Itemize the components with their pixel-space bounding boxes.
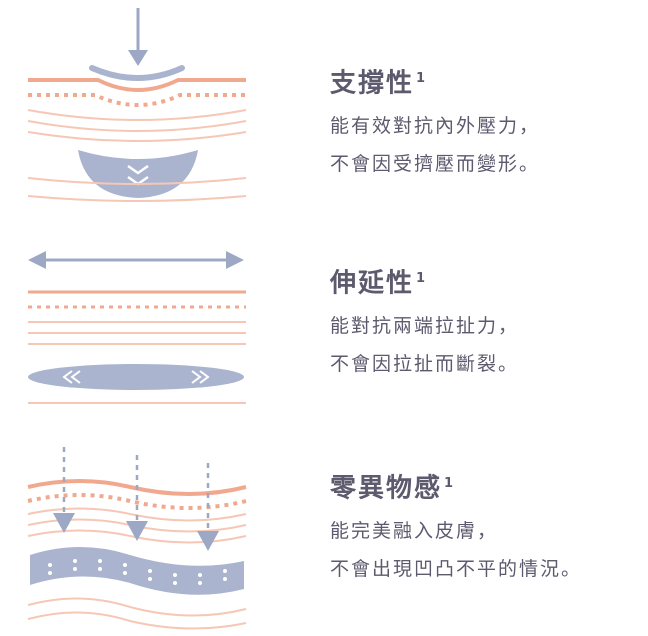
footnote-marker: 1 <box>444 476 454 491</box>
feature-description: 能對抗兩端拉扯力， 不會因拉扯而斷裂。 <box>330 307 519 383</box>
footnote-marker: 1 <box>416 271 426 286</box>
seamless-integration-icon <box>27 447 247 630</box>
stretch-elasticity-icon <box>28 251 246 404</box>
description-line: 不會因拉扯而斷裂。 <box>330 352 520 375</box>
description-line: 能有效對抗內外壓力， <box>330 114 541 137</box>
feature-description: 能完美融入皮膚， 不會出現凹凸不平的情況。 <box>330 512 582 588</box>
feature-description: 能有效對抗內外壓力， 不會因受擠壓而變形。 <box>330 107 540 183</box>
description-line: 能對抗兩端拉扯力， <box>330 314 520 337</box>
footnote-marker: 1 <box>416 71 426 86</box>
description-line: 能完美融入皮膚， <box>330 519 499 542</box>
compression-support-icon <box>27 8 247 202</box>
description-line: 不會因受擠壓而變形。 <box>330 152 541 175</box>
description-line: 不會出現凹凸不平的情況。 <box>330 557 583 580</box>
